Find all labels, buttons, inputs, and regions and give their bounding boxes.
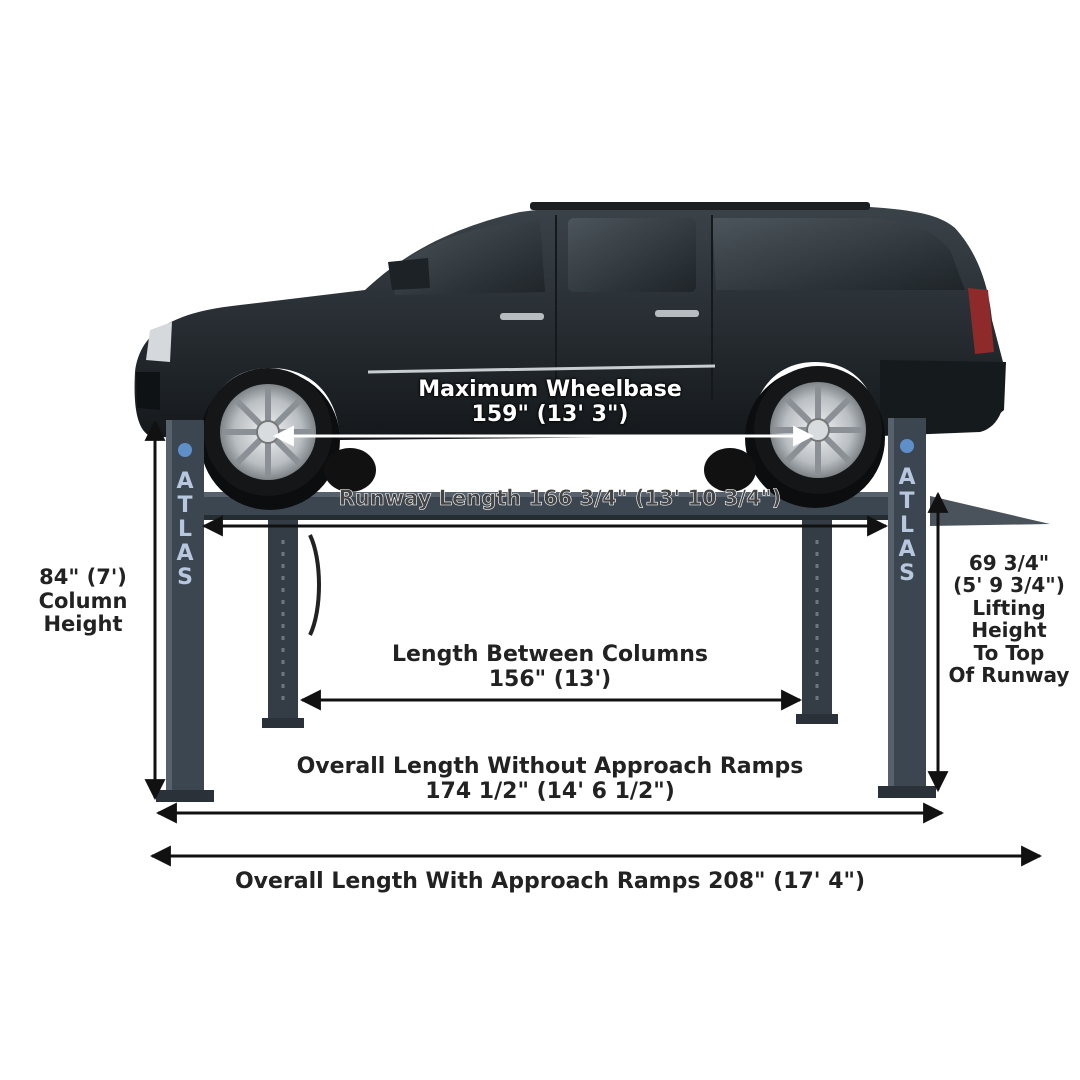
without-ramps-title: Overall Length Without Approach Ramps [296,754,804,779]
between-columns-label: Length Between Columns 156" (13') [330,642,770,692]
with-ramps-text: Overall Length With Approach Ramps 208" … [234,869,866,894]
column-height-value: 84" (7') [39,565,127,589]
brand-letter: A [898,537,916,562]
front-right-column [878,418,936,798]
front-left-column [156,420,214,802]
without-ramps-label: Overall Length Without Approach Ramps 17… [230,754,870,804]
between-columns-value: 156" (13') [488,666,612,692]
brand-letter: A [898,465,916,490]
runway-length-text: Runway Length 166 3/4" (13' 10 3/4") [338,486,782,510]
atlas-logo-icon [900,439,914,453]
column-height-label: 84" (7') Column Height [20,565,146,637]
column-height-text: Height [43,612,123,637]
lifting-height-label: 69 3/4" (5' 9 3/4") Lifting Height To To… [942,551,1076,687]
rear-left-post [262,520,321,728]
lifting-height-text: Of Runway [948,662,1070,687]
approach-ramp [930,496,1050,526]
column-brand-right: A T L A S [892,466,922,586]
runway-length-label: Runway Length 166 3/4" (13' 10 3/4") [290,486,830,511]
max-wheelbase-label: Maximum Wheelbase 159" (13' 3") [380,377,720,427]
without-ramps-value: 174 1/2" (14' 6 1/2") [425,778,675,804]
brand-letter: A [176,469,194,494]
rear-right-post [796,520,838,724]
lifting-height-value: (5' 9 3/4") [953,573,1065,598]
atlas-logo-icon [178,443,192,457]
brand-letter: L [177,517,193,542]
column-height-text: Column [38,588,128,613]
rear-wheel [754,366,882,494]
brand-letter: T [177,493,193,518]
max-wheelbase-title: Maximum Wheelbase [418,377,682,402]
between-columns-title: Length Between Columns [391,642,709,667]
front-wheel [204,368,332,496]
max-wheelbase-value: 159" (13' 3") [471,401,629,427]
lifting-height-value: 69 3/4" [968,551,1050,575]
brand-letter: A [176,541,194,566]
lifting-height-text: To Top [973,640,1045,665]
brand-letter: T [899,489,915,514]
brand-letter: S [899,561,915,586]
brand-letter: S [177,565,193,590]
lifting-height-text: Height [971,618,1047,643]
column-brand-left: A T L A S [170,470,200,590]
lifting-height-text: Lifting [972,595,1046,620]
with-ramps-label: Overall Length With Approach Ramps 208" … [180,869,920,895]
brand-letter: L [899,513,915,538]
